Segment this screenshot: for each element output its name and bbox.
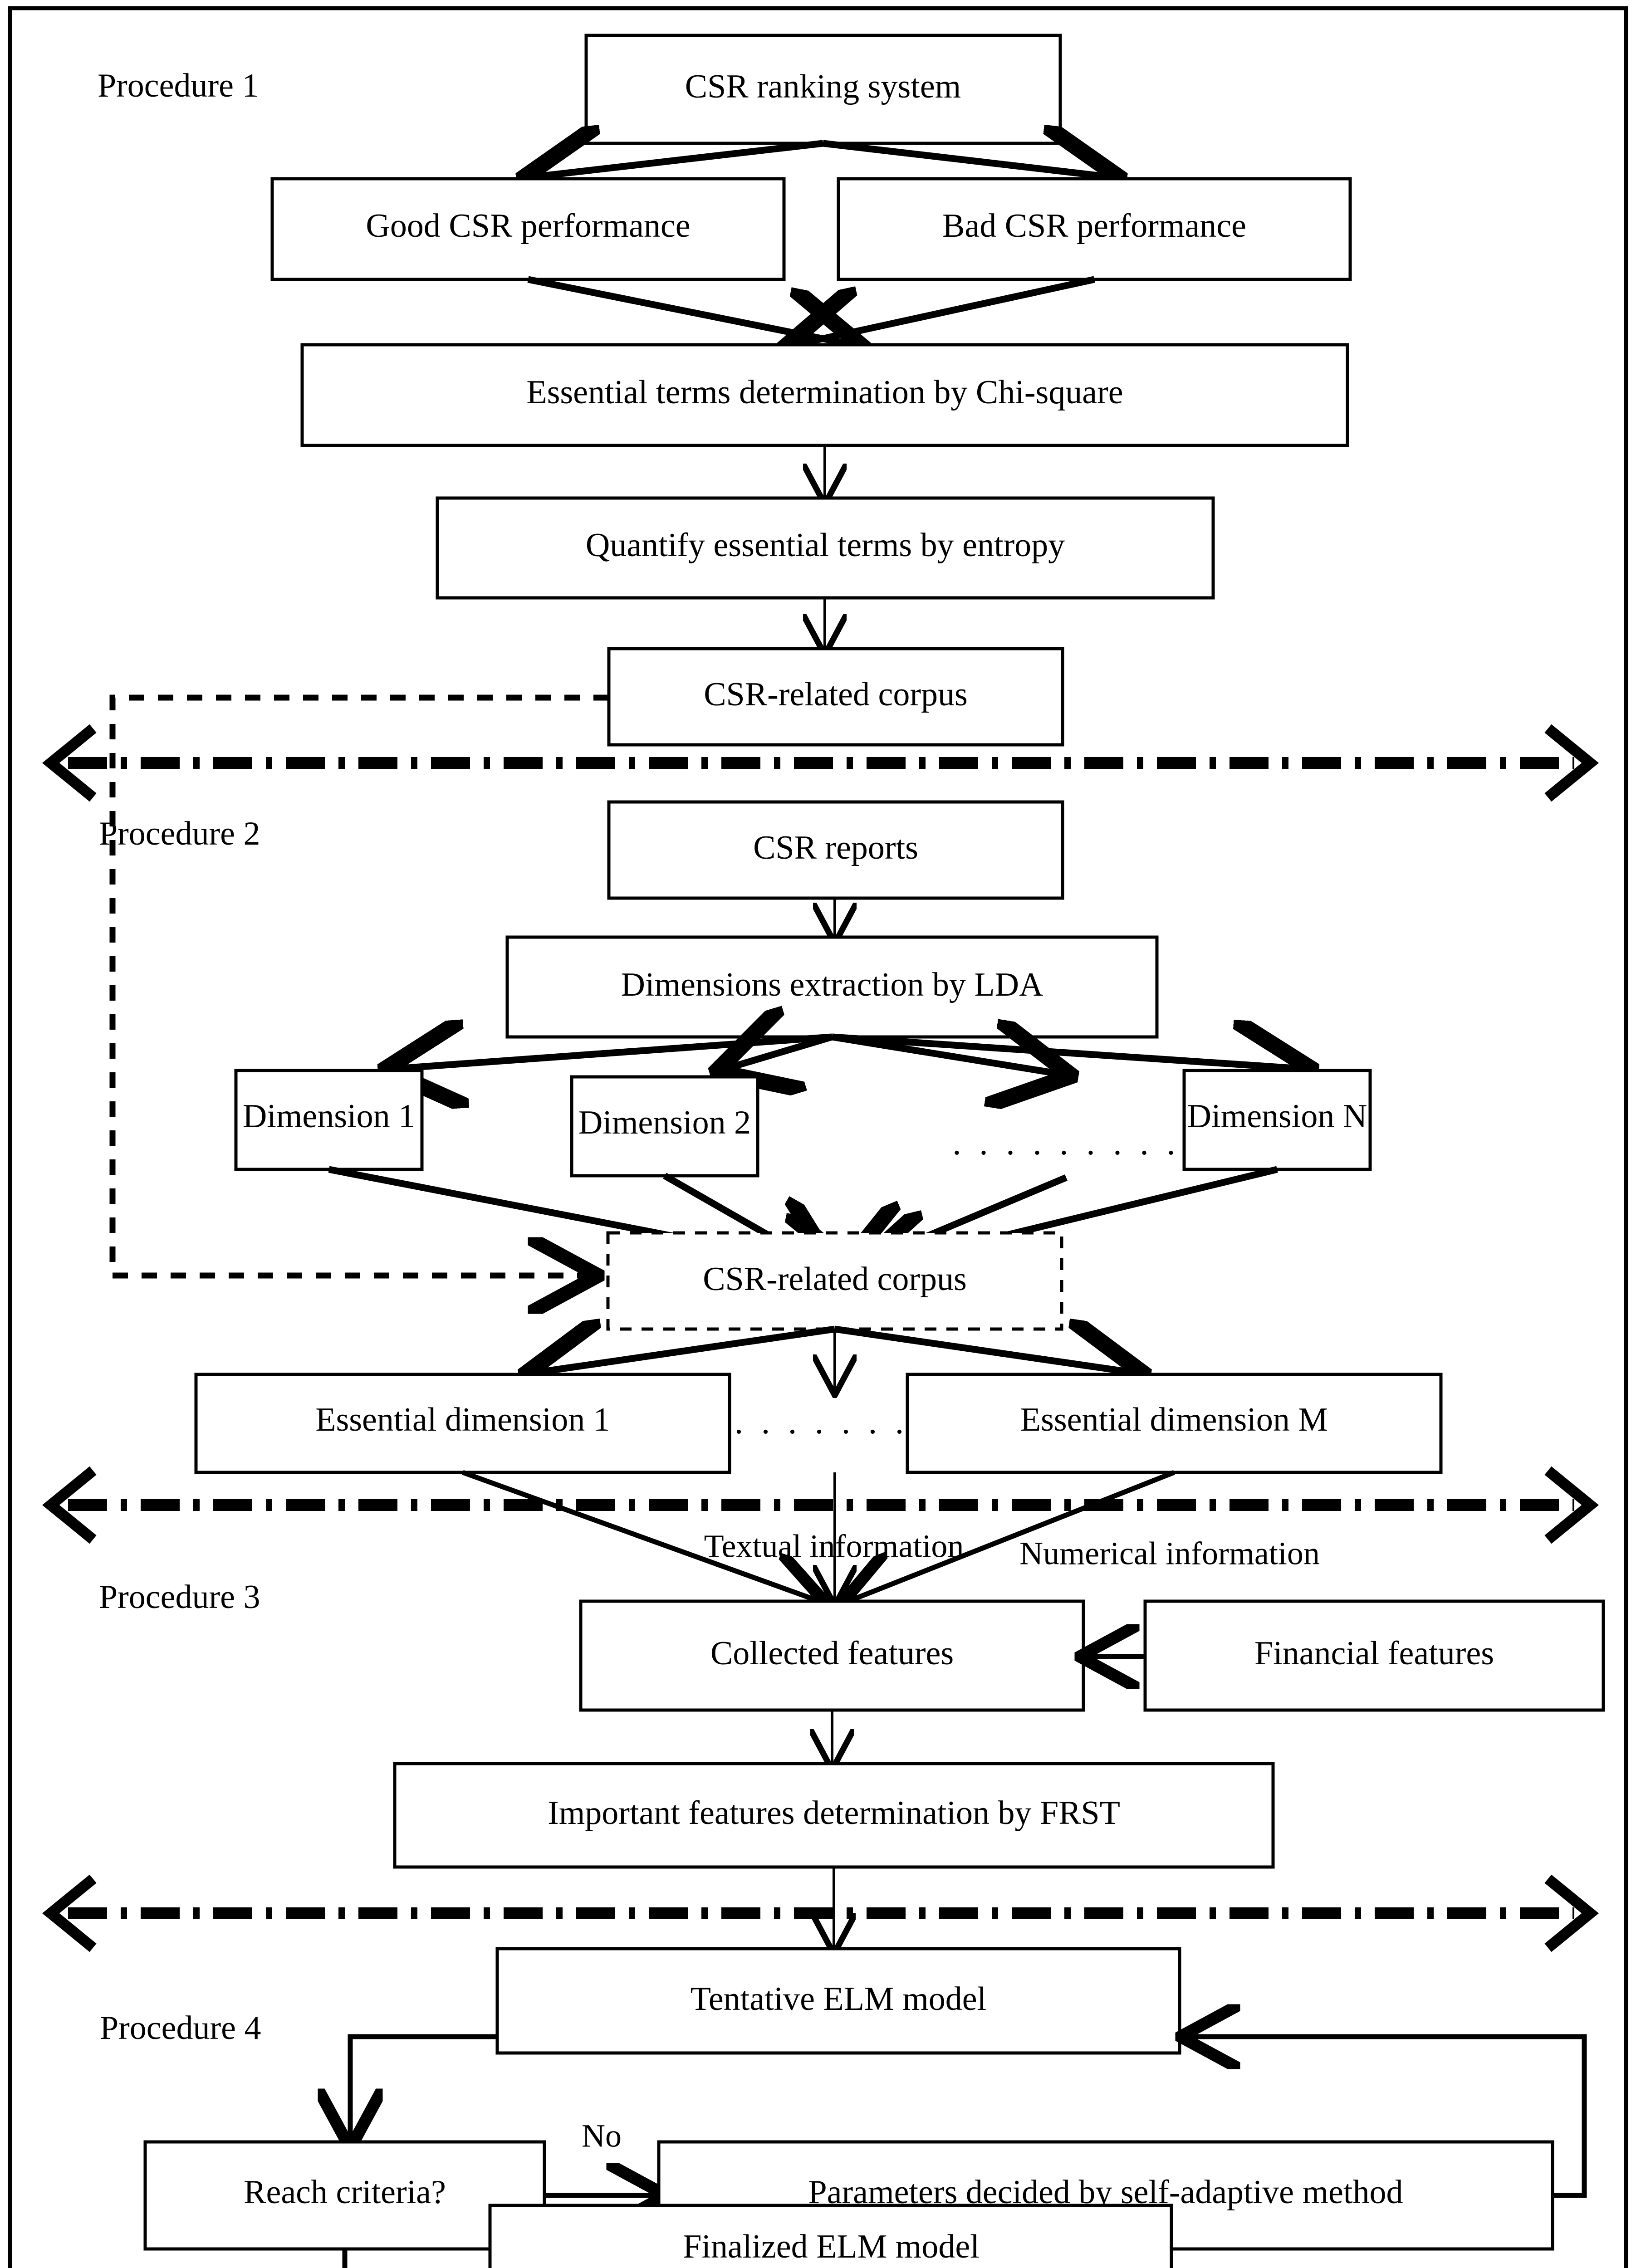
edge-essential-dimension-m-to-collected [848, 1470, 1176, 1601]
node-csr-reports[interactable] [607, 800, 1064, 900]
node-csr-corpus-1-label: CSR-related corpus [704, 676, 968, 713]
procedure-4-label: Procedure 4 [100, 2009, 261, 2047]
node-financial-features[interactable] [1143, 1599, 1605, 1712]
edge-lda-to-dimension-n [832, 1037, 1302, 1069]
node-good-csr-performance[interactable] [270, 177, 786, 281]
procedure-2-label: Procedure 2 [99, 815, 260, 852]
node-financial-features-label: Financial features [1254, 1635, 1494, 1672]
edge-essential-dimension-1-to-collected [462, 1470, 819, 1601]
node-dimensions-extraction-label: Dimensions extraction by LDA [621, 966, 1043, 1003]
edge-tentative-elm-to-reach-criteria [350, 2034, 497, 2141]
procedure-3-label: Procedure 3 [99, 1579, 260, 1616]
node-important-features[interactable] [393, 1762, 1275, 1869]
figure-border [8, 6, 1628, 2268]
edge-label-no: No [582, 2118, 622, 2154]
edge-lda-to-dimension-2 [726, 1037, 833, 1069]
node-dimension-1-label: Dimension 1 [243, 1098, 415, 1135]
edge-corpus2-to-essential-dimension-1 [535, 1329, 836, 1373]
edge-parameters-to-tentative-elm [1188, 2037, 1587, 2198]
node-csr-reports-label: CSR reports [753, 829, 918, 866]
edge-ranking-to-bad [823, 143, 1110, 177]
edge-bad-to-essential-terms [795, 276, 1095, 345]
edge-ranking-to-good [533, 143, 823, 177]
node-important-features-label: Important features determination by FRST [548, 1794, 1120, 1832]
essential-dimensions-ellipsis: . . . . . . . . [735, 1402, 936, 1441]
node-dimension-n[interactable] [1182, 1069, 1372, 1171]
node-essential-dimension-1[interactable] [194, 1373, 731, 1474]
node-essential-dimension-1-label: Essential dimension 1 [315, 1401, 610, 1438]
band-divider-3-left-arrow [42, 1874, 97, 1952]
dimensions-ellipsis: . . . . . . . . . [952, 1123, 1180, 1162]
band-divider-1-left-arrow [42, 724, 97, 802]
edge-good-to-essential-terms [527, 276, 853, 345]
node-dimension-2-label: Dimension 2 [578, 1104, 751, 1141]
node-quantify-terms[interactable] [436, 496, 1215, 600]
node-good-csr-performance-label: Good CSR performance [366, 207, 690, 244]
edge-corpus1-feedback-to-corpus2 [109, 694, 609, 1276]
band-divider-1-right-arrow [1544, 724, 1599, 802]
band-divider-3-right-arrow [1544, 1874, 1599, 1952]
node-tentative-elm-label: Tentative ELM model [691, 1980, 986, 2018]
node-collected-features-label: Collected features [710, 1635, 954, 1672]
node-csr-corpus-2[interactable] [606, 1231, 1063, 1331]
edge-lda-to-dimension-1 [395, 1037, 833, 1069]
edge-label-textual-information: Textual information [704, 1528, 964, 1564]
node-finalized-elm-label: Finalized ELM model [683, 2228, 980, 2265]
node-essential-terms[interactable] [300, 343, 1349, 447]
node-essential-dimension-m-label: Essential dimension M [1020, 1401, 1328, 1438]
edge-corpus2-to-essential-dimension-m [834, 1329, 1134, 1373]
node-csr-ranking-system-label: CSR ranking system [685, 68, 961, 105]
node-tentative-elm[interactable] [495, 1947, 1181, 2055]
node-essential-terms-label: Essential terms determination by Chi-squ… [526, 374, 1123, 411]
node-dimension-n-label: Dimension N [1187, 1098, 1367, 1135]
node-csr-corpus-2-label: CSR-related corpus [703, 1261, 967, 1298]
node-quantify-terms-label: Quantify essential terms by entropy [586, 527, 1065, 564]
edge-reach-criteria-yes [342, 2249, 348, 2268]
node-collected-features[interactable] [579, 1599, 1085, 1712]
band-divider-2-left-arrow [42, 1466, 97, 1544]
node-csr-corpus-1[interactable] [607, 647, 1064, 747]
node-dimension-2[interactable] [570, 1075, 759, 1178]
edge-lda-to-dimension-ellipsis [831, 1037, 1062, 1074]
node-bad-csr-performance-label: Bad CSR performance [942, 207, 1246, 244]
node-reach-criteria-label: Reach criteria? [244, 2174, 446, 2211]
node-dimension-1[interactable] [234, 1069, 424, 1171]
node-essential-dimension-m[interactable] [906, 1373, 1443, 1474]
edge-label-numerical-information: Numerical information [1019, 1535, 1320, 1572]
node-finalized-elm[interactable] [488, 2204, 1173, 2268]
procedure-1-label: Procedure 1 [98, 67, 259, 104]
band-divider-2-right-arrow [1544, 1466, 1599, 1544]
